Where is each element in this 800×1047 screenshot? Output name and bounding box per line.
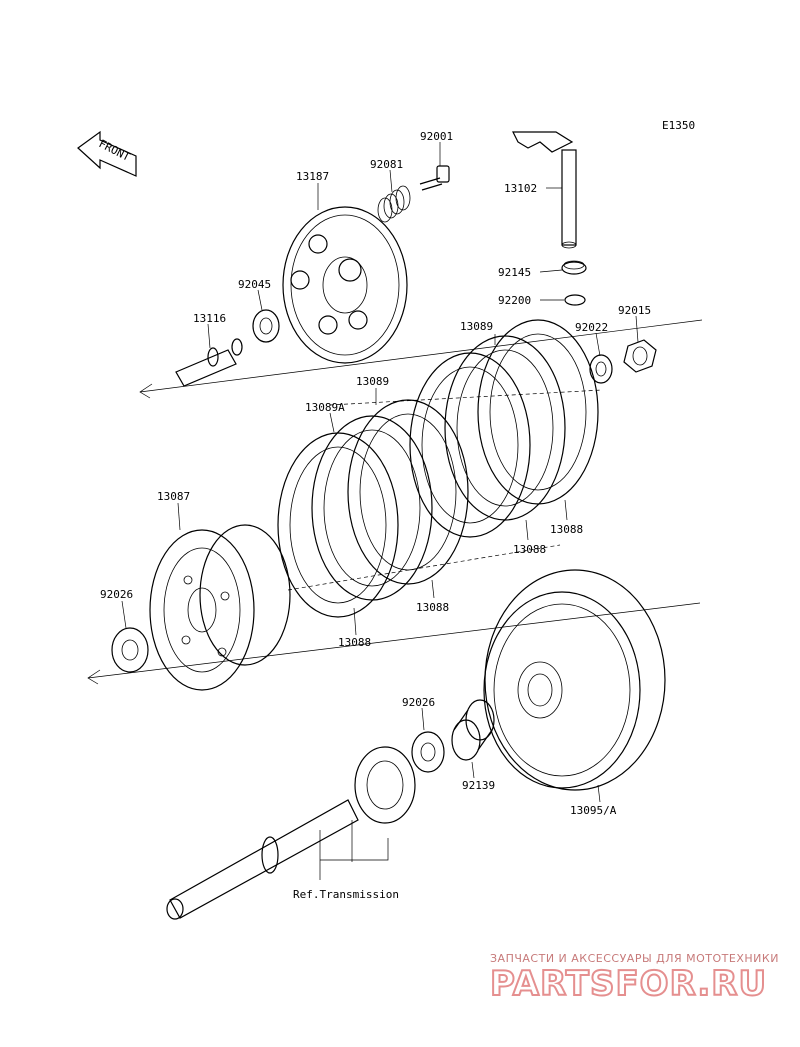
label-13095A: 13095/A <box>570 804 617 817</box>
watermark-brand: PARTSFOR.RU <box>490 964 767 1004</box>
label-92081: 92081 <box>370 158 403 171</box>
label-13187: 13187 <box>296 170 329 183</box>
label-92026-mid: 92026 <box>402 696 435 709</box>
washer-92022 <box>589 354 613 384</box>
label-13089A: 13089A <box>305 401 345 414</box>
bolt-92001 <box>419 165 450 191</box>
front-arrow-icon: FRONT <box>77 130 137 177</box>
release-shaft-13102 <box>512 131 577 249</box>
sleeve-92139 <box>451 699 495 761</box>
label-13087: 13087 <box>157 490 190 503</box>
label-13088-b: 13088 <box>416 601 449 614</box>
transmission-shaft <box>166 746 416 920</box>
label-92045: 92045 <box>238 278 271 291</box>
watermark-tagline: ЗАПЧАСТИ И АКСЕССУАРЫ ДЛЯ МОТОТЕХНИКИ <box>490 952 779 965</box>
diagram-code: E1350 <box>662 119 695 132</box>
clutch-housing-13095A <box>483 569 666 791</box>
label-13089-top: 13089 <box>460 320 493 333</box>
front-label: FRONT <box>97 137 133 164</box>
label-13116: 13116 <box>193 312 226 325</box>
washer-92200 <box>564 294 586 306</box>
label-13102: 13102 <box>504 182 537 195</box>
pushrod-13116 <box>175 338 243 387</box>
label-92015: 92015 <box>618 304 651 317</box>
clutch-plates <box>277 319 599 618</box>
nut-92015 <box>623 339 657 373</box>
label-13088-a: 13088 <box>338 636 371 649</box>
label-92001: 92001 <box>420 130 453 143</box>
label-13088-c: 13088 <box>513 543 546 556</box>
part-labels: 92001 92081 13187 92045 13116 13102 9214… <box>100 130 651 901</box>
clutch-hub-13087 <box>149 524 291 691</box>
washer-92026-left <box>111 627 149 673</box>
label-13089-mid: 13089 <box>356 375 389 388</box>
spring-92081 <box>377 185 411 223</box>
spring-92145 <box>561 260 587 275</box>
label-92026-left: 92026 <box>100 588 133 601</box>
leader-lines <box>121 142 639 880</box>
pressure-plate-13187 <box>282 206 408 364</box>
label-92145: 92145 <box>498 266 531 279</box>
bearing-92045 <box>252 309 280 343</box>
axis-guides <box>87 319 703 685</box>
label-92200: 92200 <box>498 294 531 307</box>
watermark: ЗАПЧАСТИ И АКСЕССУАРЫ ДЛЯ МОТОТЕХНИКИ PA… <box>489 952 779 1005</box>
label-92022: 92022 <box>575 321 608 334</box>
label-13088-d: 13088 <box>550 523 583 536</box>
ref-transmission-label: Ref.Transmission <box>293 888 399 901</box>
label-92139: 92139 <box>462 779 495 792</box>
washer-92026-mid <box>411 731 445 773</box>
